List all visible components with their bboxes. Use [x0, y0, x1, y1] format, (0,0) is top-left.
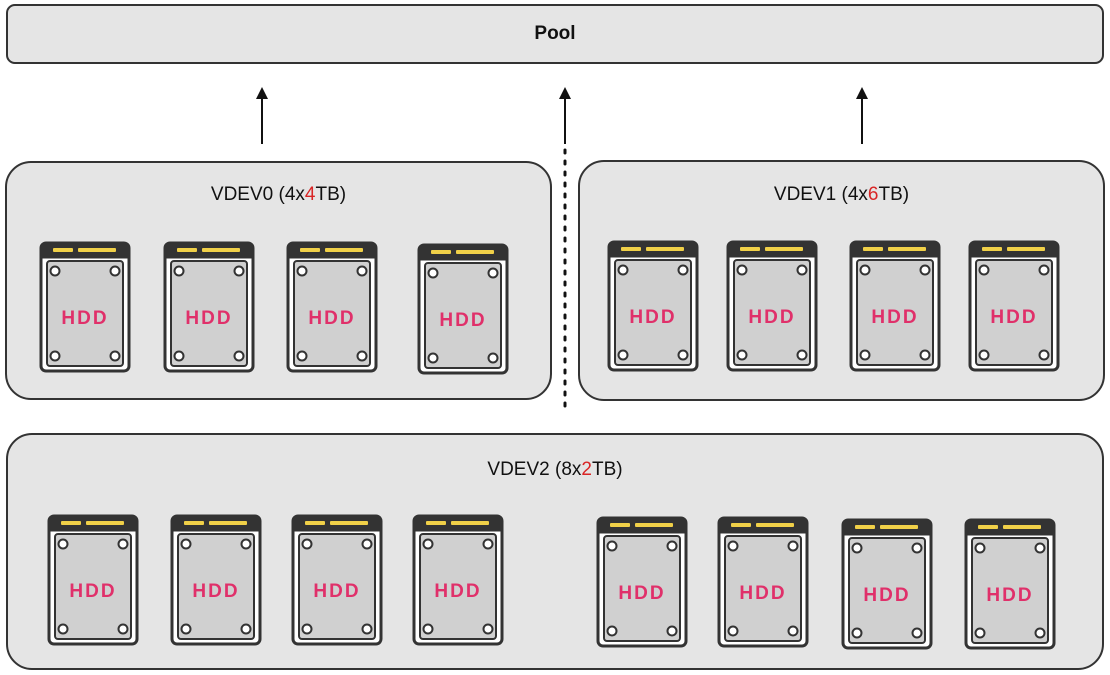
hdd-disk: HDD — [964, 518, 1056, 650]
vdev0-title: VDEV0 (4x4TB) — [210, 184, 347, 205]
hdd-label: HDD — [69, 581, 116, 602]
hdd-disk: HDD — [163, 241, 255, 373]
pool-box: Pool — [6, 4, 1104, 64]
vdev1-title: VDEV1 (4x6TB) — [773, 184, 910, 205]
hdd-disk: HDD — [726, 240, 818, 372]
hdd-disk: HDD — [291, 514, 383, 646]
hdd-disk: HDD — [968, 240, 1060, 372]
hdd-label: HDD — [629, 307, 676, 328]
vdev2-box: VDEV2 (8x2TB) HDD HDD HDD HDD HDD HDD HD… — [6, 433, 1104, 670]
hdd-disk: HDD — [849, 240, 941, 372]
arrow-up-icon — [856, 87, 868, 144]
hdd-label: HDD — [308, 308, 355, 329]
hdd-label: HDD — [61, 308, 108, 329]
dotted-divider — [563, 148, 567, 410]
pool-label: Pool — [534, 23, 576, 44]
hdd-label: HDD — [618, 583, 665, 604]
hdd-label: HDD — [185, 308, 232, 329]
hdd-disk: HDD — [286, 241, 378, 373]
hdd-disk: HDD — [841, 518, 933, 650]
hdd-disk: HDD — [47, 514, 139, 646]
hdd-label: HDD — [313, 581, 360, 602]
arrow-up-icon — [559, 87, 571, 144]
hdd-disk: HDD — [417, 243, 509, 375]
hdd-label: HDD — [439, 310, 486, 331]
hdd-disk: HDD — [596, 516, 688, 648]
hdd-label: HDD — [990, 307, 1037, 328]
hdd-label: HDD — [739, 583, 786, 604]
vdev0-box: VDEV0 (4x4TB) HDD HDD HDD HDD — [5, 161, 552, 400]
vdev1-box: VDEV1 (4x6TB) HDD HDD HDD HDD — [578, 160, 1105, 401]
hdd-disk: HDD — [607, 240, 699, 372]
hdd-disk: HDD — [412, 514, 504, 646]
hdd-label: HDD — [192, 581, 239, 602]
vdev2-title: VDEV2 (8x2TB) — [487, 459, 623, 480]
hdd-disk: HDD — [170, 514, 262, 646]
hdd-label: HDD — [863, 585, 910, 606]
hdd-label: HDD — [748, 307, 795, 328]
hdd-disk: HDD — [39, 241, 131, 373]
hdd-disk: HDD — [717, 516, 809, 648]
hdd-label: HDD — [434, 581, 481, 602]
hdd-label: HDD — [986, 585, 1033, 606]
hdd-label: HDD — [871, 307, 918, 328]
arrow-up-icon — [256, 87, 268, 144]
